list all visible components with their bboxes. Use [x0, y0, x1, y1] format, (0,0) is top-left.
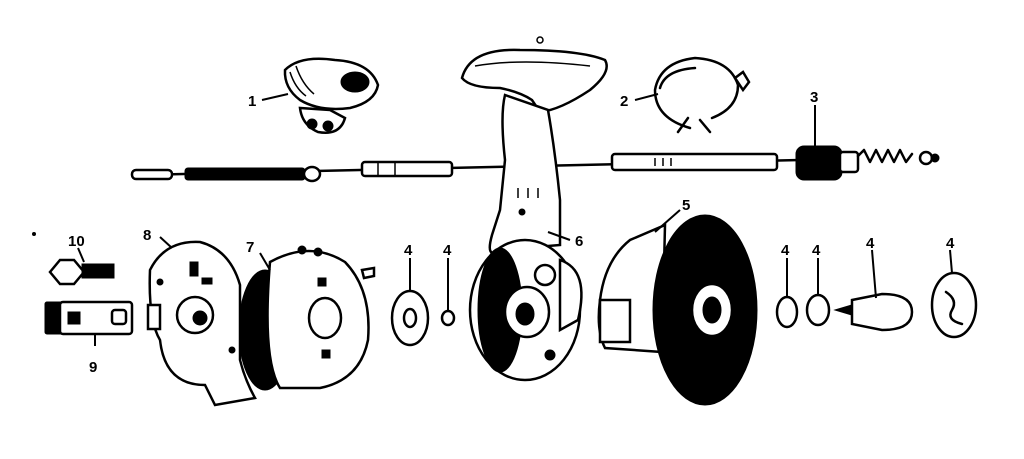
callout-5: 5 [682, 197, 690, 214]
part-7-disc-plate [238, 245, 376, 391]
callout-4-pin: 4 [443, 242, 452, 259]
part-6-handle [460, 36, 608, 382]
callout-4-screw: 4 [866, 235, 875, 252]
part-5-brush-wheel [597, 214, 758, 406]
callout-4-ring-a: 4 [781, 242, 790, 259]
leader-lines [77, 93, 953, 346]
part-1-clip [283, 57, 380, 134]
callout-3: 3 [810, 89, 818, 106]
callout-10: 10 [68, 233, 85, 250]
callout-6: 6 [575, 233, 583, 250]
callout-8: 8 [143, 227, 151, 244]
callout-9: 9 [89, 359, 97, 376]
stray-mark [32, 232, 36, 236]
callout-7: 7 [246, 239, 254, 256]
part-2-ring-clamp [653, 56, 751, 134]
callout-2: 2 [620, 93, 628, 110]
callout-4-ring-b: 4 [812, 242, 821, 259]
part-8-bracket [146, 240, 257, 407]
part-9-connector [44, 300, 134, 336]
shaft-cable [130, 152, 802, 183]
part-3-adjuster [795, 145, 940, 181]
callout-4-washer: 4 [404, 242, 413, 259]
callout-1: 1 [248, 93, 256, 110]
callouts: 1 2 3 4 4 4 4 4 4 5 6 7 8 9 10 [68, 89, 955, 376]
parts-4-small-pieces [390, 271, 978, 347]
part-10-bolt [48, 258, 115, 286]
callout-4-cap: 4 [946, 235, 955, 252]
